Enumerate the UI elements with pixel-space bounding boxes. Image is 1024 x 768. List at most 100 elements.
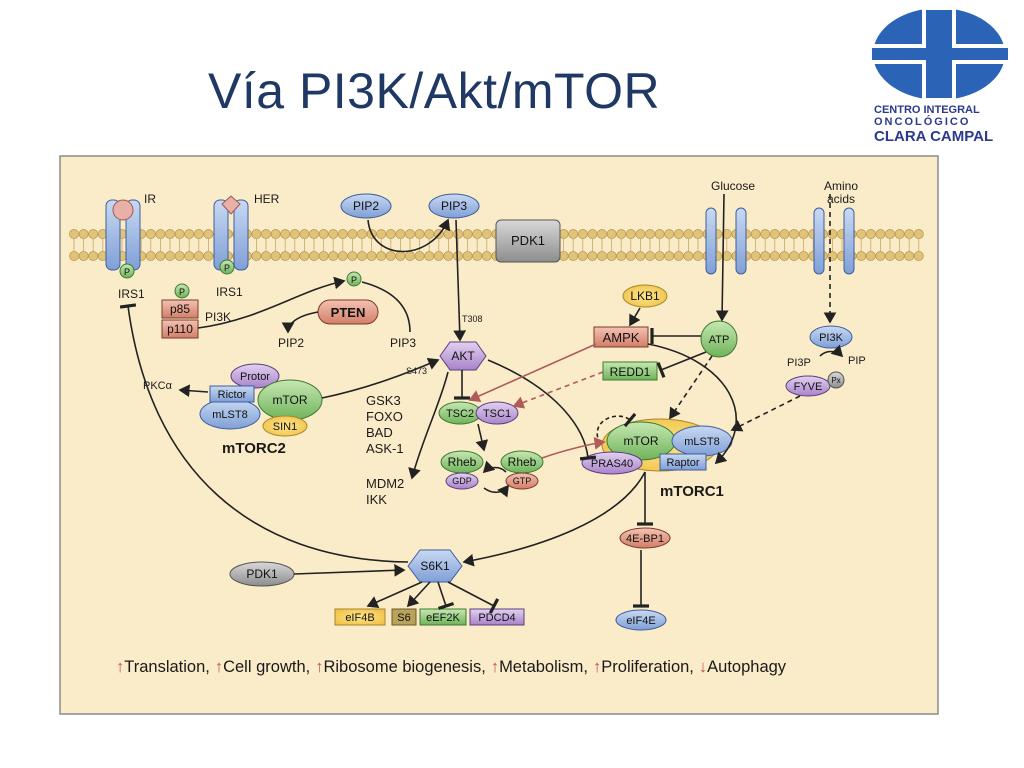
pkc-label: PKCα [143, 380, 173, 392]
logo-line-1: CENTRO INTEGRAL [874, 104, 980, 116]
mtorc2-complex: Protor mTOR mLST8 Rictor SIN1 [199, 363, 323, 437]
membrane-bead-bottom [462, 251, 473, 261]
ampk-node: AMPK [593, 326, 649, 348]
svg-text:p85: p85 [170, 302, 190, 316]
svg-text:S6: S6 [397, 612, 410, 624]
ir-label: IR [144, 192, 156, 206]
membrane-bead-bottom [625, 251, 636, 261]
membrane-bead-bottom [798, 251, 809, 261]
membrane-bead-top [395, 229, 406, 239]
membrane-bead-bottom [366, 251, 377, 261]
membrane-bead-bottom [645, 251, 655, 261]
membrane-bead-top [894, 229, 905, 239]
membrane-bead-top [337, 229, 348, 239]
cycle-rheb [483, 484, 509, 498]
svg-text:Rheb: Rheb [508, 455, 537, 469]
pdk1-membrane: PDK1 [495, 219, 561, 263]
mtorc1-mtor-label: mTOR [623, 434, 658, 448]
outcome-item: Proliferation, [601, 658, 694, 676]
rheb-gtp: Rheb GTP [500, 450, 544, 490]
membrane-bead-top [654, 229, 665, 239]
membrane-bead-bottom [289, 251, 300, 261]
svg-text:AMPK: AMPK [603, 330, 640, 345]
rictor-label: Rictor [218, 389, 247, 401]
her-label: HER [254, 192, 280, 206]
arrow-pi3k-to-p [197, 276, 346, 329]
membrane-bead-bottom [894, 251, 905, 261]
membrane-bead-top [597, 229, 607, 239]
membrane-bead-top [635, 229, 646, 239]
mtorc1-mlst8-label: mLST8 [684, 436, 719, 448]
amino-acids-label-1: Amino [824, 179, 858, 193]
membrane-bead-bottom [318, 251, 329, 261]
arrow-s6k1-s6 [406, 581, 431, 608]
membrane-bead-bottom [827, 251, 838, 261]
pathway-arrows [119, 193, 844, 614]
arrow-pten-pip3 [361, 281, 411, 333]
membrane-bead-bottom [472, 251, 483, 261]
outcome-item: Cell growth, [223, 658, 310, 676]
membrane-bead-top [289, 229, 300, 239]
svg-text:PDK1: PDK1 [246, 567, 278, 581]
membrane-bead-top [693, 229, 703, 239]
arrow-ampk-tsc2 [468, 343, 597, 402]
svg-text:PDK1: PDK1 [511, 233, 545, 248]
membrane-bead-top [88, 229, 99, 239]
pi3k-amino-node: PI3K [809, 325, 853, 349]
membrane-bead-top [270, 229, 281, 239]
membrane-bead-top [481, 229, 492, 239]
membrane-bead-bottom [616, 251, 627, 261]
akt-target-item: BAD [366, 425, 393, 440]
membrane-bead-top [251, 229, 262, 239]
outcome-item: Translation, [124, 658, 210, 676]
pdcd4-node: PDCD4 [469, 608, 525, 626]
pip3-top: PIP3 [428, 193, 480, 219]
membrane-bead-bottom [385, 251, 396, 261]
svg-text:P: P [224, 263, 230, 273]
t308-label: T308 [462, 314, 483, 324]
membrane-bead-top [453, 229, 463, 239]
rheb-gdp: Rheb GDP [440, 450, 484, 490]
up-arrow-icon: ↑ [593, 658, 601, 676]
akt-target-item: GSK3 [366, 393, 401, 408]
membrane-bead-bottom [433, 251, 444, 261]
outcomes-line: ↑Translation,↑Cell growth,↑Ribosome biog… [116, 658, 787, 676]
arrow-ampk-mtorc1 [647, 343, 737, 465]
membrane-bead-bottom [443, 251, 454, 261]
membrane-bead-bottom [779, 251, 790, 261]
membrane-bead-bottom [337, 251, 348, 261]
svg-text:PIP3: PIP3 [441, 199, 467, 213]
membrane-bead-bottom [664, 251, 675, 261]
cycle-rheb-back [482, 460, 507, 474]
membrane-bead-top [78, 229, 89, 239]
membrane-bead-top [357, 229, 367, 239]
arrow-pdk1-s6k1 [293, 563, 406, 577]
membrane-bead-top [155, 229, 166, 239]
membrane-bead-top [913, 229, 924, 239]
membrane-bead-bottom [913, 251, 924, 261]
inhibit-s6k1-pdcd4 [447, 581, 500, 614]
membrane-bead-bottom [587, 251, 598, 261]
membrane-bead-top [625, 229, 636, 239]
page-title: Vía PI3K/Akt/mTOR [208, 63, 661, 119]
akt-target2-item: MDM2 [366, 476, 404, 491]
sin1-label: SIN1 [273, 421, 297, 433]
arrow-atp-mtorc1-dashed [669, 355, 713, 420]
membrane-bead-bottom [577, 251, 588, 261]
arrow-glucose-atp [715, 193, 729, 322]
fyve-node: FYVE Px [785, 371, 845, 397]
amino-transporter [813, 207, 855, 275]
phospho-right: P [219, 259, 235, 275]
s473-label: S473 [406, 366, 427, 376]
membrane-bead-bottom [673, 251, 684, 261]
membrane-bead-bottom [769, 251, 780, 261]
svg-text:4E-BP1: 4E-BP1 [626, 533, 664, 545]
phospho-pip3: P [346, 271, 362, 287]
akt-node: AKT [439, 341, 487, 371]
membrane-bead-top [760, 229, 771, 239]
svg-text:PTEN: PTEN [331, 305, 366, 320]
membrane-bead-bottom [760, 251, 771, 261]
membrane-bead-top [856, 229, 867, 239]
outcome-item: Autophagy [707, 658, 787, 676]
red-arrows [468, 343, 606, 459]
